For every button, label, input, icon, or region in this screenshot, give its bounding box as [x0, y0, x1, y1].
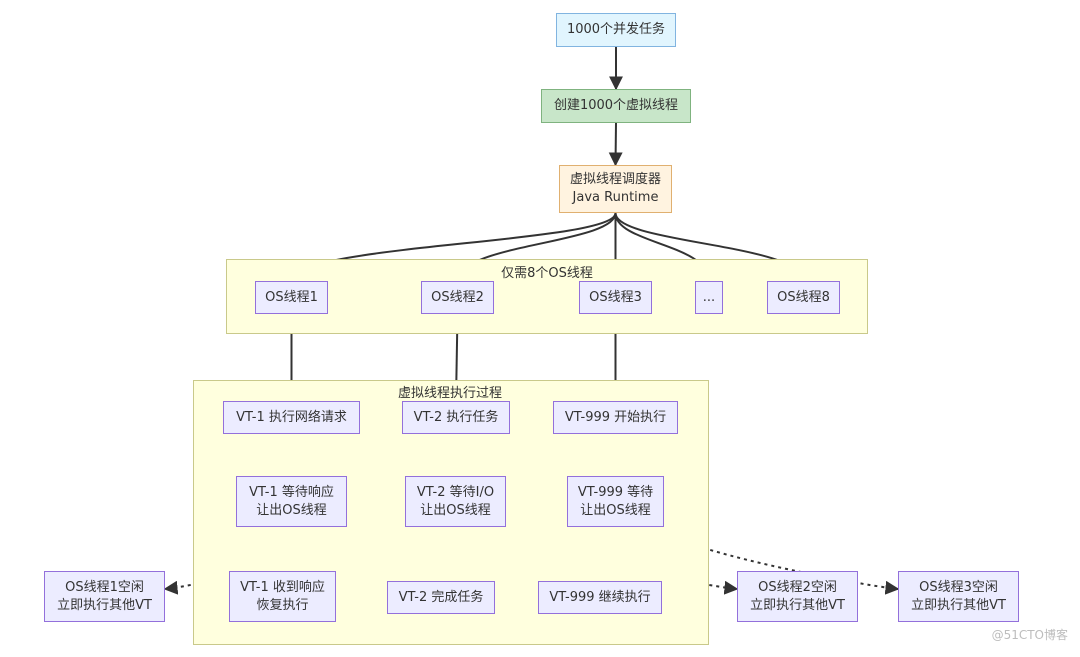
- node-vt2-task-line: VT-2 执行任务: [413, 409, 499, 425]
- node-os-more-line: ...: [702, 289, 716, 305]
- os-threads-cluster: [226, 259, 868, 334]
- node-vt999-wait-line-1: VT-999 等待: [577, 484, 654, 500]
- node-vt2-wait-line-1: VT-2 等待I/O: [416, 484, 495, 500]
- node-os2-idle[interactable]: OS线程2空闲 立即执行其他VT: [737, 571, 858, 622]
- node-vt2-wait-line-2: 让出OS线程: [420, 502, 491, 518]
- node-os3-idle-line-1: OS线程3空闲: [919, 579, 998, 595]
- node-os-more[interactable]: ...: [695, 281, 723, 314]
- node-create-vt[interactable]: 创建1000个虚拟线程: [541, 89, 691, 123]
- node-vt999-start[interactable]: VT-999 开始执行: [553, 401, 678, 434]
- node-vt2-wait[interactable]: VT-2 等待I/O 让出OS线程: [405, 476, 506, 527]
- node-vt2-done-line: VT-2 完成任务: [398, 589, 484, 605]
- node-vt1-request-line: VT-1 执行网络请求: [236, 409, 347, 425]
- node-vt2-task[interactable]: VT-2 执行任务: [402, 401, 510, 434]
- node-os1-line: OS线程1: [265, 289, 318, 305]
- node-vt2-done[interactable]: VT-2 完成任务: [387, 581, 495, 614]
- node-os1-idle[interactable]: OS线程1空闲 立即执行其他VT: [44, 571, 165, 622]
- node-os8[interactable]: OS线程8: [767, 281, 840, 314]
- node-vt1-resume-line-1: VT-1 收到响应: [240, 579, 325, 595]
- node-scheduler-line-2: Java Runtime: [572, 190, 659, 205]
- watermark: @51CTO博客: [991, 628, 1068, 642]
- node-os8-line: OS线程8: [777, 289, 830, 305]
- node-os1-idle-line-1: OS线程1空闲: [65, 579, 144, 595]
- node-scheduler[interactable]: 虚拟线程调度器 Java Runtime: [559, 165, 672, 213]
- node-os2-idle-line-1: OS线程2空闲: [758, 579, 837, 595]
- node-vt999-continue[interactable]: VT-999 继续执行: [538, 581, 662, 614]
- node-tasks[interactable]: 1000个并发任务: [556, 13, 676, 47]
- node-os3[interactable]: OS线程3: [579, 281, 652, 314]
- os-threads-cluster-label: 仅需8个OS线程: [501, 266, 593, 281]
- node-os2[interactable]: OS线程2: [421, 281, 494, 314]
- node-os1-idle-line-2: 立即执行其他VT: [57, 597, 152, 613]
- node-os2-idle-line-2: 立即执行其他VT: [750, 597, 845, 613]
- node-vt999-wait[interactable]: VT-999 等待 让出OS线程: [567, 476, 664, 527]
- node-vt999-start-line: VT-999 开始执行: [564, 409, 667, 425]
- node-os3-idle[interactable]: OS线程3空闲 立即执行其他VT: [898, 571, 1019, 622]
- node-vt1-resume[interactable]: VT-1 收到响应 恢复执行: [229, 571, 336, 622]
- node-vt1-request[interactable]: VT-1 执行网络请求: [223, 401, 360, 434]
- node-vt1-wait-line-1: VT-1 等待响应: [249, 484, 334, 500]
- node-vt1-resume-line-2: 恢复执行: [256, 597, 309, 613]
- node-os3-line: OS线程3: [589, 289, 642, 305]
- node-scheduler-line-1: 虚拟线程调度器: [569, 172, 661, 187]
- node-os3-idle-line-2: 立即执行其他VT: [911, 597, 1006, 613]
- edge-create_vt-to-scheduler: [608, 122, 623, 167]
- node-vt1-wait-line-2: 让出OS线程: [256, 502, 327, 518]
- vt-execution-cluster-label: 虚拟线程执行过程: [397, 386, 503, 401]
- node-vt999-continue-line: VT-999 继续执行: [549, 589, 651, 605]
- node-vt999-wait-line-2: 让出OS线程: [580, 502, 651, 518]
- node-vt1-wait[interactable]: VT-1 等待响应 让出OS线程: [236, 476, 347, 527]
- node-os1[interactable]: OS线程1: [255, 281, 328, 314]
- node-tasks-line: 1000个并发任务: [566, 22, 666, 37]
- node-os2-line: OS线程2: [431, 289, 484, 305]
- node-create-vt-line: 创建1000个虚拟线程: [553, 98, 679, 113]
